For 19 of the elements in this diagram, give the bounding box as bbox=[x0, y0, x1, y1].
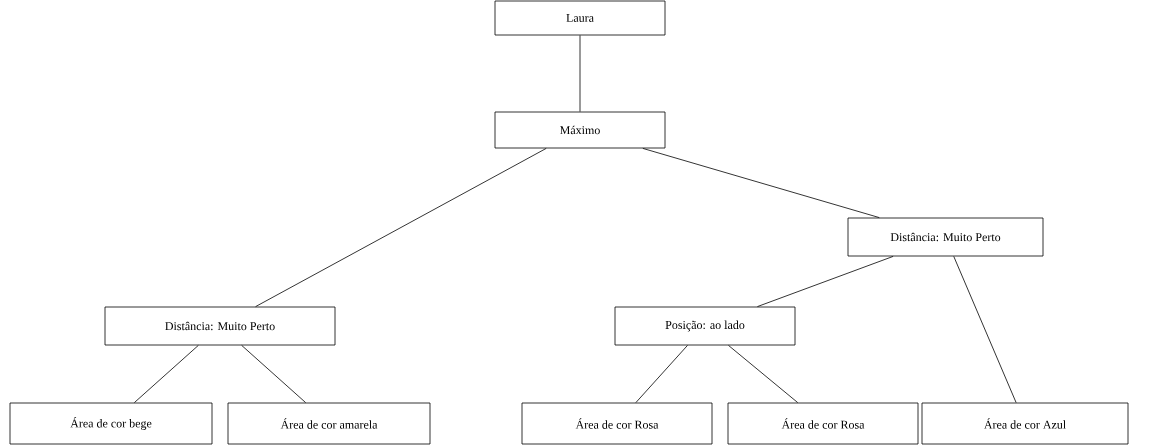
tree-box: Máximo bbox=[494, 111, 666, 149]
connector-line bbox=[953, 256, 1017, 403]
tree-box: Área de cor Rosa bbox=[521, 402, 713, 445]
tree-box: Distância: Muito Perto bbox=[104, 306, 336, 346]
connector-line bbox=[241, 345, 307, 403]
tree-box: Distância: Muito Perto bbox=[847, 217, 1044, 257]
tree-box: Área de cor bege bbox=[9, 402, 213, 445]
connector-line bbox=[635, 345, 688, 403]
tree-box: Área de cor amarela bbox=[227, 402, 431, 445]
tree-box: Área de cor Azul bbox=[921, 402, 1129, 445]
connector-line bbox=[255, 148, 547, 307]
connector-line bbox=[133, 345, 199, 403]
tree-box: Posição: ao lado bbox=[614, 306, 796, 346]
tree-box: Área de cor Rosa bbox=[727, 402, 919, 445]
connector-line bbox=[728, 345, 799, 403]
tree-box: Laura bbox=[494, 0, 666, 36]
connector-line bbox=[642, 148, 880, 218]
connector-line bbox=[757, 256, 894, 307]
connector-line bbox=[579, 35, 581, 112]
